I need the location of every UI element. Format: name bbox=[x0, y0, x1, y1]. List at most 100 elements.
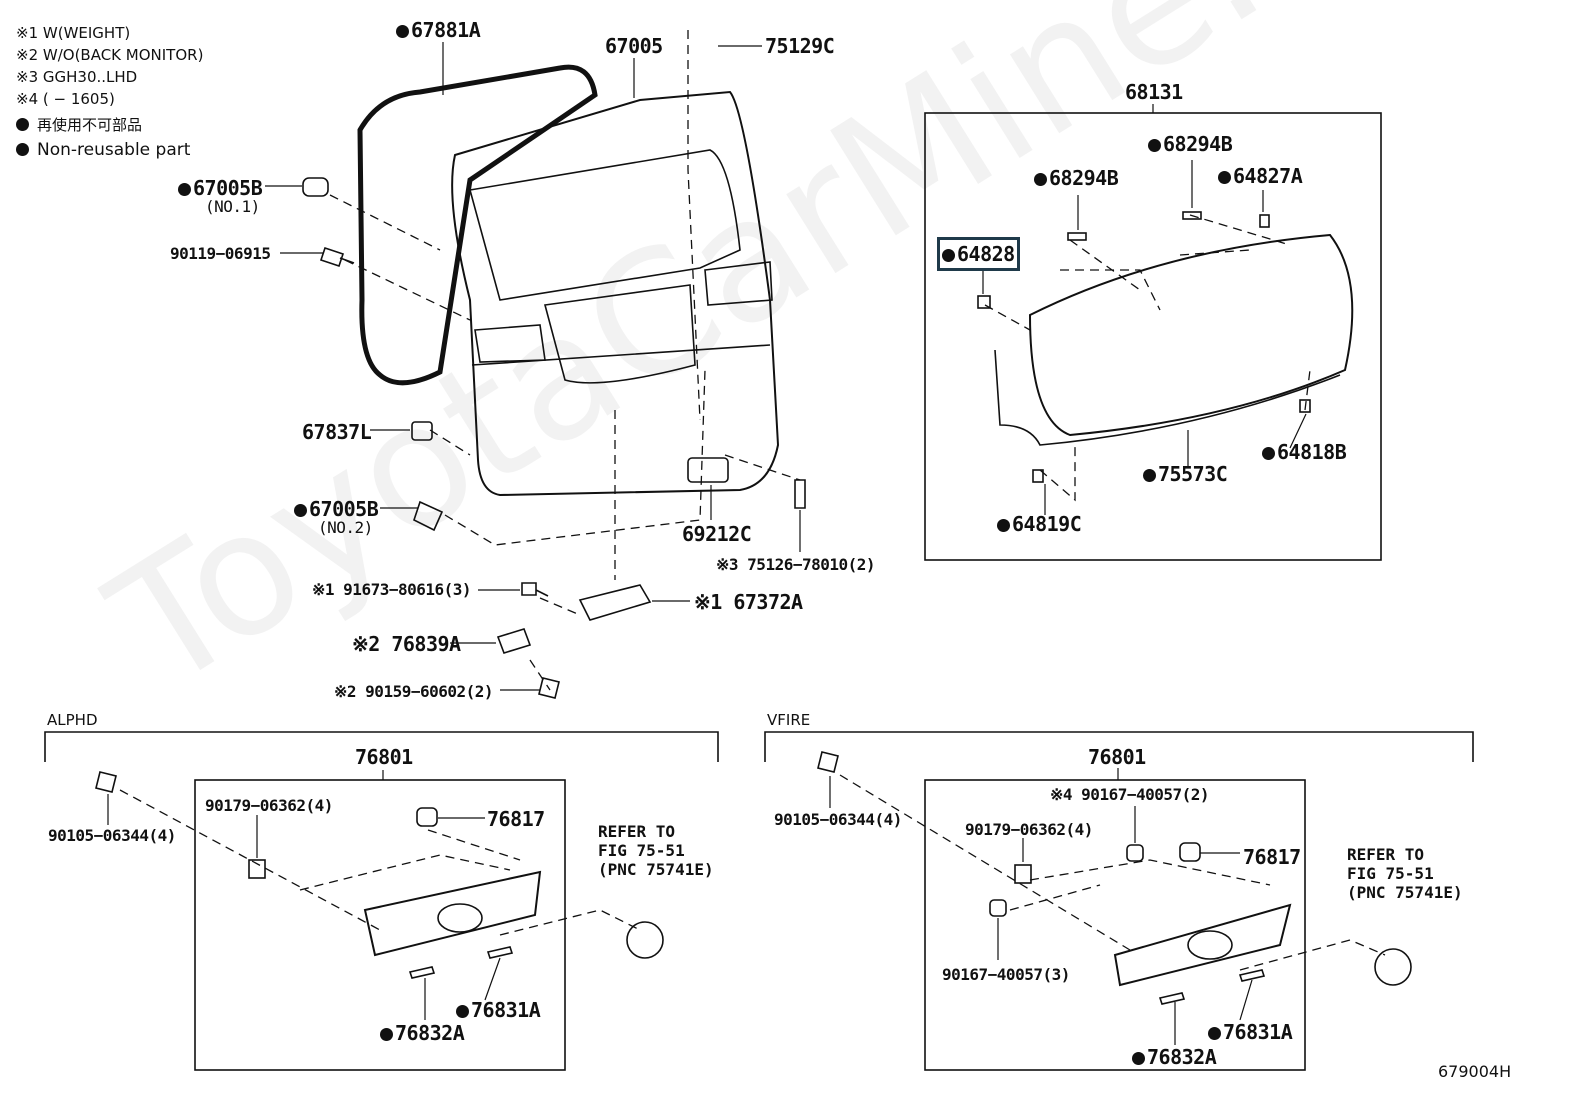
part-75573C[interactable]: 75573C bbox=[1143, 462, 1228, 486]
bolt-90167-bot bbox=[989, 899, 1007, 917]
part-76801-vfire[interactable]: 76801 bbox=[1088, 745, 1146, 769]
non-reusable-dot-icon bbox=[1143, 469, 1156, 482]
non-reusable-dot-icon bbox=[1132, 1052, 1145, 1065]
handle-67372A bbox=[578, 584, 652, 621]
section-label-alphd: ALPHD bbox=[47, 711, 98, 729]
refer-note-alphd: REFER TO FIG 75-51 (PNC 75741E) bbox=[598, 822, 714, 879]
clip-76817-alphd bbox=[416, 807, 438, 827]
stopper-67837L bbox=[411, 421, 433, 441]
nut-90179-vfire bbox=[1014, 864, 1032, 884]
part-67005B-no2[interactable]: 67005B bbox=[294, 497, 379, 521]
part-76831A-alphd[interactable]: 76831A bbox=[456, 998, 541, 1022]
non-reusable-dot-icon bbox=[997, 519, 1010, 532]
note-text: 再使用不可部品 bbox=[37, 116, 143, 134]
screw-91673 bbox=[521, 582, 549, 597]
non-reusable-dot-icon bbox=[1208, 1027, 1221, 1040]
back-door-panel bbox=[451, 90, 780, 497]
pad-76832A-alphd bbox=[408, 966, 436, 979]
rear-spoiler-68131 bbox=[1028, 233, 1354, 437]
part-76817-alphd[interactable]: 76817 bbox=[487, 807, 545, 831]
part-64828[interactable]: 64828 bbox=[937, 237, 1020, 271]
nut-90179-alphd bbox=[248, 859, 266, 879]
back-door-lower-panel bbox=[471, 284, 771, 384]
cushion-67005B-no2 bbox=[413, 500, 444, 532]
part-67881A[interactable]: 67881A bbox=[396, 18, 481, 42]
clip-68294B-a bbox=[1067, 232, 1087, 241]
bolt-90167-top bbox=[1126, 844, 1144, 862]
part-67005B-no1-sub: (NO.1) bbox=[205, 197, 260, 216]
part-90167-bot[interactable]: 90167−40057(3) bbox=[942, 965, 1070, 984]
part-68294B-b[interactable]: 68294B bbox=[1148, 132, 1233, 156]
non-reusable-dot-icon bbox=[1218, 171, 1231, 184]
refer-note-vfire: REFER TO FIG 75-51 (PNC 75741E) bbox=[1347, 845, 1463, 902]
garnish-76801-box-vfire bbox=[924, 779, 1306, 1071]
part-90105-vfire[interactable]: 90105−06344(4) bbox=[774, 810, 902, 829]
cushion-67005B-no1 bbox=[302, 177, 329, 197]
lamp-69212C bbox=[687, 457, 729, 483]
clip-64819C bbox=[1032, 469, 1044, 483]
non-reusable-dot-icon bbox=[1034, 173, 1047, 186]
pad-76832A-vfire bbox=[1158, 992, 1186, 1005]
part-90167-top[interactable]: ※4 90167−40057(2) bbox=[1050, 785, 1210, 804]
garnish-vfire bbox=[1113, 903, 1292, 987]
part-64827A[interactable]: 64827A bbox=[1218, 164, 1303, 188]
part-67837L[interactable]: 67837L bbox=[302, 420, 372, 444]
bolt-90105-vfire bbox=[817, 751, 839, 773]
pad-76831A-vfire bbox=[1238, 969, 1266, 982]
weatherstrip-seal bbox=[357, 64, 598, 386]
clip-64827A bbox=[1259, 214, 1270, 228]
part-68131[interactable]: 68131 bbox=[1125, 80, 1183, 104]
part-90179-alphd[interactable]: 90179−06362(4) bbox=[205, 796, 333, 815]
alphd-section-bracket bbox=[44, 731, 719, 762]
part-75129C[interactable]: 75129C bbox=[765, 34, 835, 58]
non-reusable-dot-icon bbox=[294, 504, 307, 517]
part-90105-alphd[interactable]: 90105−06344(4) bbox=[48, 826, 176, 845]
non-reusable-dot-icon bbox=[942, 249, 955, 262]
part-76801-alphd[interactable]: 76801 bbox=[355, 745, 413, 769]
part-91673-80616[interactable]: ※1 91673−80616(3) bbox=[312, 580, 472, 599]
note-text: Non-reusable part bbox=[37, 140, 191, 160]
part-76832A-alphd[interactable]: 76832A bbox=[380, 1021, 465, 1045]
lamp-opening-right bbox=[704, 261, 773, 306]
part-76832A-vfire[interactable]: 76832A bbox=[1132, 1045, 1217, 1069]
non-reusable-dot-icon bbox=[396, 25, 409, 38]
part-90159-60602[interactable]: ※2 90159−60602(2) bbox=[334, 682, 494, 701]
non-reusable-dot-icon bbox=[1148, 139, 1161, 152]
non-reusable-dot-icon bbox=[456, 1005, 469, 1018]
part-67005[interactable]: 67005 bbox=[605, 34, 663, 58]
part-75126-78010[interactable]: ※3 75126−78010(2) bbox=[716, 555, 876, 574]
part-67372A[interactable]: ※1 67372A bbox=[694, 590, 803, 614]
part-90119-06915[interactable]: 90119−06915 bbox=[170, 244, 271, 263]
garnish-alphd bbox=[363, 870, 542, 957]
part-67005B-no1[interactable]: 67005B bbox=[178, 176, 263, 200]
part-64818B[interactable]: 64818B bbox=[1262, 440, 1347, 464]
note-back-monitor: ※2 W/O(BACK MONITOR) bbox=[16, 46, 204, 64]
non-reusable-dot-icon bbox=[1262, 447, 1275, 460]
non-reusable-dot-icon bbox=[178, 183, 191, 196]
part-64819C[interactable]: 64819C bbox=[997, 512, 1082, 536]
panel-68131-box bbox=[924, 112, 1382, 561]
emblem-recess-vfire bbox=[1187, 930, 1233, 960]
part-76817-vfire[interactable]: 76817 bbox=[1243, 845, 1301, 869]
pad-76831A-alphd bbox=[486, 946, 514, 959]
part-76831A-vfire[interactable]: 76831A bbox=[1208, 1020, 1293, 1044]
clip-64818B bbox=[1299, 399, 1311, 413]
note-weight: ※1 W(WEIGHT) bbox=[16, 24, 131, 42]
emblem-recess-alphd bbox=[437, 903, 483, 933]
part-90179-vfire[interactable]: 90179−06362(4) bbox=[965, 820, 1093, 839]
bullet-icon bbox=[16, 143, 29, 156]
clip-64828 bbox=[977, 295, 991, 309]
camera-76839A bbox=[496, 628, 532, 654]
lamp-opening-left bbox=[474, 324, 546, 363]
clip-76817-vfire bbox=[1179, 842, 1201, 862]
note-lhd: ※3 GGH30..LHD bbox=[16, 68, 138, 86]
part-69212C[interactable]: 69212C bbox=[682, 522, 752, 546]
section-label-vfire: VFIRE bbox=[767, 711, 811, 729]
rod-75126 bbox=[794, 479, 806, 509]
vfire-section-bracket bbox=[764, 731, 1474, 762]
part-68294B-a[interactable]: 68294B bbox=[1034, 166, 1119, 190]
bullet-icon bbox=[16, 118, 29, 131]
screw-90159 bbox=[538, 677, 560, 699]
part-76839A[interactable]: ※2 76839A bbox=[352, 632, 461, 656]
